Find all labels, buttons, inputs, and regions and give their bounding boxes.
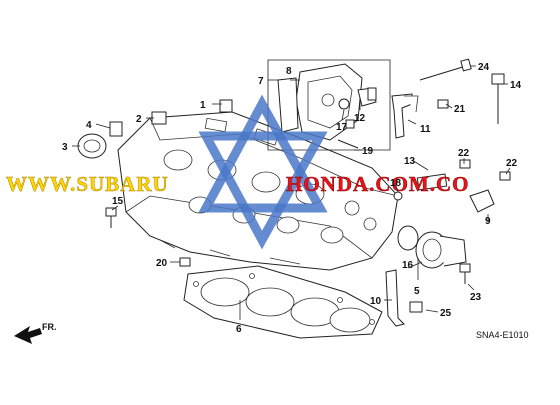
callout-15: 15: [112, 196, 124, 207]
callout-24: 24: [478, 62, 490, 73]
front-label: FR.: [42, 322, 57, 332]
front-direction-indicator: FR.: [14, 322, 57, 344]
callouts: 1 2 3 4 5 6 7 8 9 10 11 12 13 14 15 16 1…: [62, 62, 522, 335]
callout-8: 8: [286, 66, 292, 77]
callout-25: 25: [440, 308, 452, 319]
callout-21: 21: [454, 104, 466, 115]
callout-9: 9: [485, 216, 491, 227]
callout-2: 2: [136, 114, 142, 125]
callout-3: 3: [62, 142, 68, 153]
sensors-left: [77, 87, 377, 267]
callout-22b: 22: [506, 158, 518, 169]
callout-22a: 22: [458, 148, 470, 159]
callout-4: 4: [86, 120, 92, 131]
water-outlet: [397, 225, 467, 269]
callout-23: 23: [470, 292, 482, 303]
callout-20: 20: [156, 258, 168, 269]
watermark-left: WWW.SUBARU: [6, 172, 169, 196]
diagram-code: SNA4-E1010: [476, 330, 529, 340]
callout-11: 11: [420, 124, 431, 135]
bolts: [105, 58, 511, 313]
leader-lines: [72, 65, 511, 320]
connector: [393, 173, 495, 213]
callout-14: 14: [510, 80, 522, 91]
callout-1: 1: [200, 100, 206, 111]
watermark-right: HONDA.COM.CO: [286, 172, 470, 196]
callout-18: 18: [390, 178, 402, 189]
watermark: WWW.SUBARU HONDA.COM.CO: [6, 94, 470, 250]
callout-19: 19: [362, 146, 374, 157]
callout-5: 5: [414, 286, 420, 297]
head-gasket: [183, 265, 383, 339]
callout-6: 6: [236, 324, 242, 335]
callout-12: 12: [354, 113, 366, 124]
front-arrow-icon: [14, 326, 42, 344]
lower-bracket: [385, 269, 405, 327]
callout-7: 7: [258, 76, 264, 87]
star-icon: [198, 94, 328, 213]
callout-13: 13: [404, 156, 416, 167]
bracket: [391, 93, 419, 139]
callout-16: 16: [402, 260, 414, 271]
callout-10: 10: [370, 296, 382, 307]
callout-17: 17: [336, 122, 348, 133]
